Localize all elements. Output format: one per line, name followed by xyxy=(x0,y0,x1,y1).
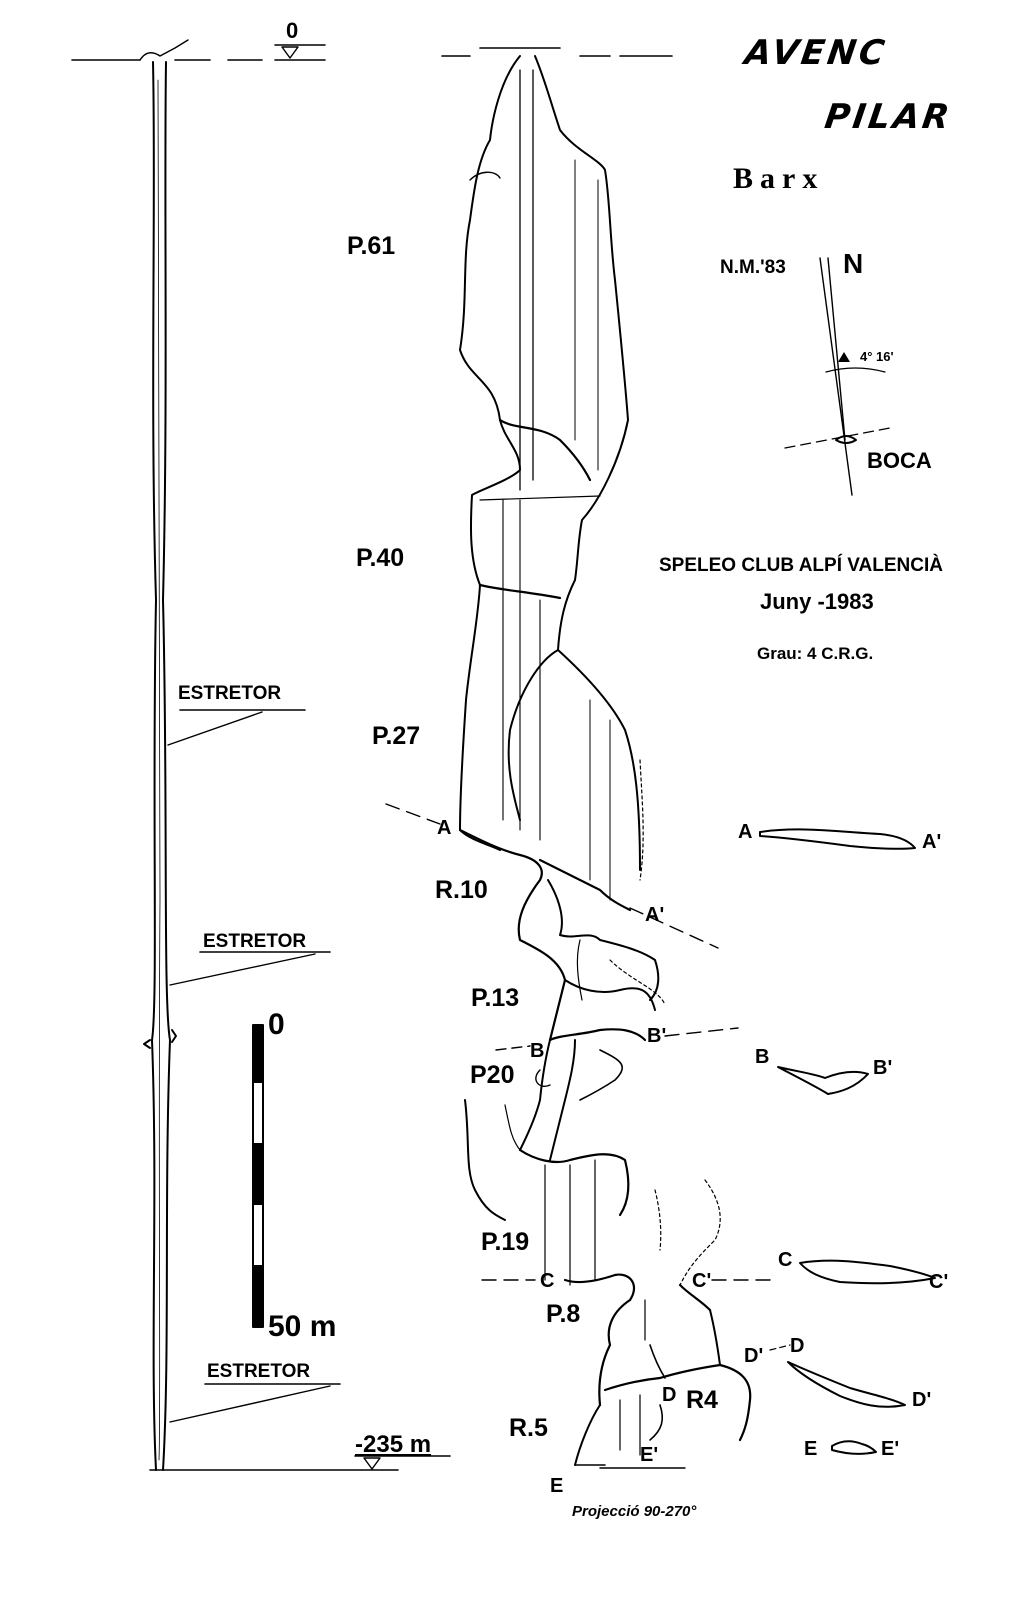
section-label-e-prime: E' xyxy=(640,1444,659,1466)
section-label-a: A xyxy=(437,817,452,839)
section-label-c: C xyxy=(540,1270,555,1292)
declination-label: 4° 16' xyxy=(860,349,894,364)
section-label-c-prime: C' xyxy=(692,1270,712,1292)
section-label-e: E xyxy=(550,1475,564,1497)
section-label-e: E xyxy=(804,1438,818,1460)
north-label: N xyxy=(843,248,864,279)
pitch-label: P.13 xyxy=(471,984,520,1012)
pitch-label: P.27 xyxy=(372,722,421,750)
survey-grade: Grau: 4 C.R.G. xyxy=(757,644,874,663)
section-label-e-prime: E' xyxy=(881,1438,900,1460)
pitch-label: R.5 xyxy=(509,1414,548,1442)
place-name: Barx xyxy=(733,162,825,195)
pitch-label: P.19 xyxy=(481,1228,530,1256)
constriction-label: ESTRETOR xyxy=(203,931,307,952)
elevation-bottom-label: -235 m xyxy=(355,1431,432,1458)
elevation-profile xyxy=(71,39,451,1471)
section-label-b-prime: B' xyxy=(873,1057,893,1079)
section-label-d: D xyxy=(790,1335,805,1357)
section-label-a-prime: A' xyxy=(922,831,942,853)
section-label-c: C xyxy=(778,1249,793,1271)
section-label-a-prime: A' xyxy=(645,904,665,926)
pitch-label: P.61 xyxy=(347,232,396,260)
elevation-top-label: 0 xyxy=(286,18,299,43)
cross-sections xyxy=(759,828,936,1455)
projection-note: Projecció 90-270° xyxy=(572,1503,697,1520)
section-label-d-prime: D' xyxy=(912,1389,932,1411)
section-label-b-prime: B' xyxy=(647,1025,667,1047)
scale-end: 50 m xyxy=(268,1310,337,1343)
section-label-c-prime: C' xyxy=(929,1271,949,1293)
section-label-b: B xyxy=(755,1046,770,1068)
section-label-b: B xyxy=(530,1040,545,1062)
constriction-label: ESTRETOR xyxy=(178,683,282,704)
section-label-d: D xyxy=(662,1384,677,1406)
magnetic-north-label: N.M.'83 xyxy=(720,257,786,278)
section-label-a: A xyxy=(738,821,753,843)
pitch-label: P.8 xyxy=(546,1300,581,1328)
title-line2: PILAR xyxy=(822,97,955,137)
section-label-d-prime: D' xyxy=(744,1345,764,1367)
north-arrow xyxy=(784,257,891,496)
cave-profile xyxy=(385,47,791,1469)
pitch-label: P.40 xyxy=(356,544,405,572)
pitch-label: P20 xyxy=(470,1061,515,1089)
pitch-label: R4 xyxy=(686,1386,718,1414)
survey-date: Juny -1983 xyxy=(760,589,874,614)
scale-zero: 0 xyxy=(268,1008,285,1041)
title-line1: AVENC xyxy=(742,33,890,73)
constriction-label: ESTRETOR xyxy=(207,1361,311,1382)
pitch-label: R.10 xyxy=(435,876,488,904)
club-name: SPELEO CLUB ALPÍ VALENCIÀ xyxy=(659,555,943,576)
entrance-label: BOCA xyxy=(867,448,932,473)
scale-bar xyxy=(252,1024,264,1328)
